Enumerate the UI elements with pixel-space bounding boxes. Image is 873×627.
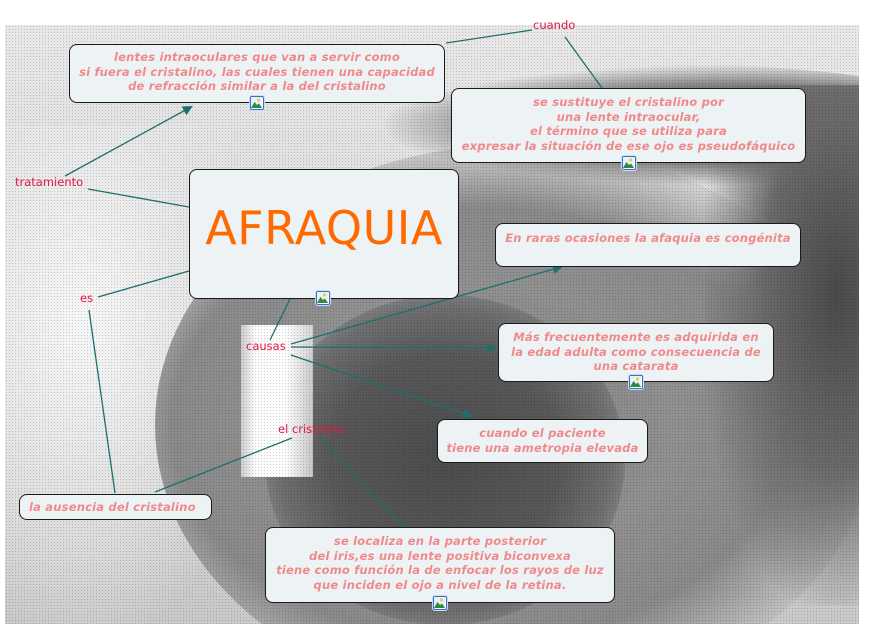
concept-text: En raras ocasiones la afaquia es congéni… — [505, 231, 791, 245]
concept-lentes-intraoculares[interactable]: lentes intraoculares que van a servir co… — [69, 44, 445, 103]
connector-afraquia-es[interactable] — [97, 270, 190, 298]
main-concept-title: AFRAQUIA — [205, 201, 443, 255]
concept-text: cuando el paciente tiene una ametropia e… — [446, 426, 639, 455]
image-resource-icon[interactable] — [250, 96, 264, 110]
connector-lentes-cuando[interactable] — [445, 29, 533, 44]
photo-reflection — [241, 325, 313, 477]
connector-tratamiento-lentes[interactable] — [64, 106, 193, 177]
connector-el-cristalino-localiza[interactable] — [319, 437, 405, 528]
image-resource-icon[interactable] — [433, 596, 447, 610]
image-resource-icon[interactable] — [316, 291, 330, 305]
concept-text: se localiza en la parte posterior del ir… — [276, 534, 604, 592]
link-phrase-el-cristalino[interactable]: el cristalino — [278, 422, 345, 436]
concept-text: se sustituye el cristalino por una lente… — [461, 95, 796, 153]
connector-afraquia-causas[interactable] — [269, 298, 291, 341]
connector-causas-adquirida[interactable] — [290, 342, 497, 353]
concept-se-sustituye[interactable]: se sustituye el cristalino por una lente… — [451, 88, 806, 163]
link-phrase-tratamiento[interactable]: tratamiento — [15, 175, 84, 189]
connector-es-ausencia[interactable] — [88, 309, 116, 494]
concept-text: la ausencia del cristalino — [29, 500, 196, 514]
concept-congenita[interactable]: En raras ocasiones la afaquia es congéni… — [495, 223, 801, 267]
connector-causas-ametropia[interactable] — [290, 354, 473, 419]
concept-text: lentes intraoculares que van a servir co… — [79, 50, 435, 93]
concept-afraquia-main[interactable]: AFRAQUIA — [189, 169, 459, 299]
connector-causas-congenita[interactable] — [290, 264, 563, 345]
concept-se-localiza[interactable]: se localiza en la parte posterior del ir… — [265, 527, 615, 603]
link-phrase-es[interactable]: es — [80, 291, 94, 305]
connector-cuando-sustituye[interactable] — [564, 36, 603, 89]
link-phrase-causas[interactable]: causas — [246, 339, 286, 353]
concept-text: Más frecuentemente es adquirida en la ed… — [511, 330, 761, 373]
image-resource-icon[interactable] — [622, 156, 636, 170]
concept-ametropia[interactable]: cuando el paciente tiene una ametropia e… — [437, 419, 648, 463]
image-resource-icon[interactable] — [629, 375, 643, 389]
concept-adquirida[interactable]: Más frecuentemente es adquirida en la ed… — [498, 323, 774, 382]
connector-ausencia-el-cristalino[interactable] — [154, 437, 293, 493]
concept-ausencia-cristalino[interactable]: la ausencia del cristalino — [19, 494, 212, 520]
connector-afraquia-tratamiento[interactable] — [87, 188, 190, 208]
link-phrase-cuando[interactable]: cuando — [533, 18, 576, 32]
